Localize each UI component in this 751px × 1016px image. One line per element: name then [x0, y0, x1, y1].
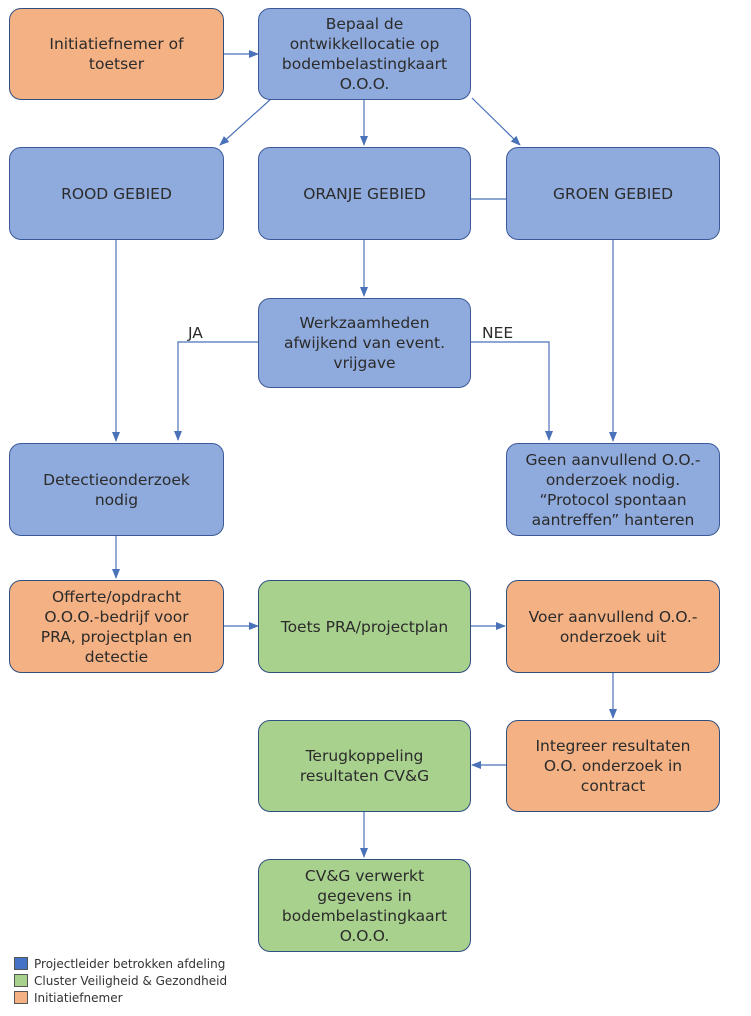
arrow-werkzaamheden-ja [174, 341, 258, 441]
node-oranje-label: ORANJE GEBIED [303, 184, 426, 203]
node-oranje-gebied: ORANJE GEBIED [258, 147, 471, 240]
node-toets-label: Toets PRA/projectplan [280, 617, 449, 636]
node-werkzaamheden-label: Werkzaamheden afwijkend van event. vrijg… [283, 314, 446, 372]
node-geen-aanvullend: Geen aanvullend O.O.- onderzoek nodig. “… [506, 443, 720, 536]
legend-swatch-orange [14, 991, 28, 1004]
arrow-bepaal-to-groen [471, 97, 521, 146]
node-werkzaamheden: Werkzaamheden afwijkend van event. vrijg… [258, 298, 471, 388]
node-voer-aanvullend: Voer aanvullend O.O.- onderzoek uit [506, 580, 720, 673]
legend-item-cluster: Cluster Veiligheid & Gezondheid [14, 972, 227, 989]
node-bepaal-ontwikkellocatie: Bepaal de ontwikkellocatie op bodembelas… [258, 8, 471, 100]
node-offerte-label: Offerte/opdracht O.O.O.-bedrijf voor PRA… [40, 587, 193, 666]
node-rood-label: ROOD GEBIED [61, 184, 172, 203]
legend-item-projectleider: Projectleider betrokken afdeling [14, 955, 227, 972]
legend-label-initiatiefnemer: Initiatiefnemer [34, 990, 123, 1005]
node-groen-gebied: GROEN GEBIED [506, 147, 720, 240]
node-cvg-verwerkt: CV&G verwerkt gegevens in bodembelasting… [258, 859, 471, 952]
node-toets-pra: Toets PRA/projectplan [258, 580, 471, 673]
arrow-bepaal-to-rood [219, 97, 273, 146]
node-voer-label: Voer aanvullend O.O.- onderzoek uit [528, 607, 698, 646]
node-integreer-resultaten: Integreer resultaten O.O. onderzoek in c… [506, 720, 720, 812]
node-detectie-label: Detectieonderzoek nodig [43, 470, 190, 509]
node-initiatiefnemer: Initiatiefnemer of toetser [9, 8, 224, 100]
legend-label-projectleider: Projectleider betrokken afdeling [34, 956, 226, 971]
node-terugkoppeling-label: Terugkoppeling resultaten CV&G [299, 747, 430, 785]
node-integreer-label: Integreer resultaten O.O. onderzoek in c… [535, 737, 691, 795]
legend-swatch-green [14, 974, 28, 987]
node-bepaal-label: Bepaal de ontwikkellocatie op bodembelas… [281, 15, 448, 93]
legend-swatch-blue [14, 957, 28, 970]
node-groen-label: GROEN GEBIED [552, 184, 674, 203]
node-cvg-label: CV&G verwerkt gegevens in bodembelasting… [281, 866, 448, 945]
legend-item-initiatiefnemer: Initiatiefnemer [14, 989, 227, 1006]
node-detectieonderzoek: Detectieonderzoek nodig [9, 443, 224, 536]
legend: Projectleider betrokken afdeling Cluster… [14, 955, 227, 1006]
node-rood-gebied: ROOD GEBIED [9, 147, 224, 240]
node-initiatiefnemer-label: Initiatiefnemer of toetser [49, 35, 184, 73]
node-geen-label: Geen aanvullend O.O.- onderzoek nodig. “… [525, 450, 701, 529]
legend-label-cluster: Cluster Veiligheid & Gezondheid [34, 973, 228, 988]
edge-label-ja: JA [188, 324, 203, 342]
node-offerte-opdracht: Offerte/opdracht O.O.O.-bedrijf voor PRA… [9, 580, 224, 673]
node-terugkoppeling: Terugkoppeling resultaten CV&G [258, 720, 471, 812]
edge-label-nee: NEE [482, 324, 514, 342]
arrow-werkzaamheden-nee [471, 341, 553, 441]
